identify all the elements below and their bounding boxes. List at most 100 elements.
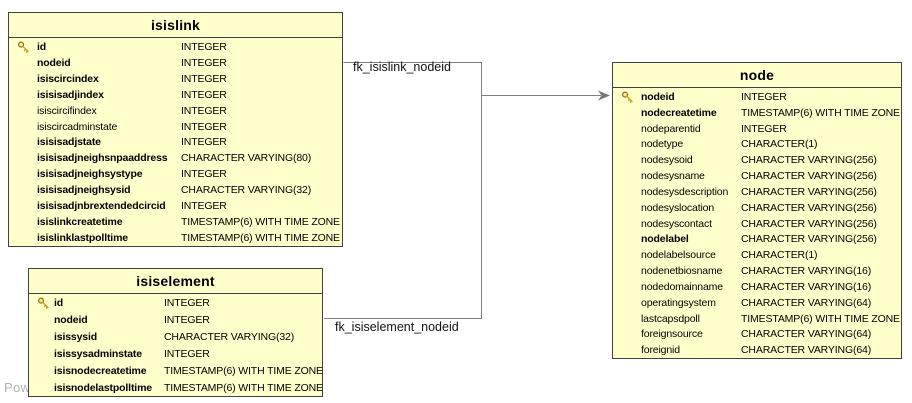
column-list: nodeid INTEGER nodecreatetime TIMESTAMP(… bbox=[613, 88, 901, 358]
table-row: isisisadjindex INTEGER bbox=[9, 87, 342, 103]
table-row: nodecreatetime TIMESTAMP(6) WITH TIME ZO… bbox=[613, 105, 901, 121]
column-type: CHARACTER VARYING(64) bbox=[741, 344, 872, 357]
table-row: lastcapsdpoll TIMESTAMP(6) WITH TIME ZON… bbox=[613, 311, 901, 327]
column-type: CHARACTER VARYING(256) bbox=[741, 185, 877, 198]
table-row: nodeid INTEGER bbox=[29, 312, 322, 329]
table-row: isiscircifindex INTEGER bbox=[9, 103, 342, 119]
column-type: INTEGER bbox=[181, 72, 227, 85]
column-type: CHARACTER VARYING(80) bbox=[181, 152, 312, 165]
table-row: nodeparentid INTEGER bbox=[613, 121, 901, 137]
table-row: nodeid INTEGER bbox=[9, 55, 342, 71]
column-type: INTEGER bbox=[181, 88, 227, 101]
watermark-text: Pow bbox=[4, 380, 31, 395]
column-type: CHARACTER VARYING(32) bbox=[164, 331, 295, 344]
column-type: INTEGER bbox=[181, 200, 227, 213]
arrowhead-icon bbox=[598, 90, 610, 101]
entity-table-isiselement: isiselement id INTEGER bbox=[28, 268, 323, 397]
table-row: nodesysdescription CHARACTER VARYING(256… bbox=[613, 184, 901, 200]
table-row: nodedomainname CHARACTER VARYING(16) bbox=[613, 279, 901, 295]
column-name: isissysadminstate bbox=[54, 347, 142, 360]
table-row: id INTEGER bbox=[29, 295, 322, 312]
column-type: TIMESTAMP(6) WITH TIME ZONE bbox=[741, 106, 900, 119]
column-name: nodelabel bbox=[641, 233, 689, 246]
column-type: CHARACTER VARYING(256) bbox=[741, 217, 877, 230]
table-row: isisnodecreatetime TIMESTAMP(6) WITH TIM… bbox=[29, 362, 323, 379]
column-type: CHARACTER VARYING(256) bbox=[741, 154, 877, 167]
column-name: nodeid bbox=[54, 314, 88, 327]
column-type: TIMESTAMP(6) WITH TIME ZONE bbox=[164, 381, 323, 394]
column-type: INTEGER bbox=[741, 90, 787, 103]
column-name: isisisadjnbrextendedcircid bbox=[37, 200, 166, 213]
column-name: id bbox=[37, 40, 47, 53]
table-row: isisnodelastpolltime TIMESTAMP(6) WITH T… bbox=[29, 379, 323, 396]
table-row: nodesysname CHARACTER VARYING(256) bbox=[613, 168, 901, 184]
column-type: CHARACTER VARYING(64) bbox=[741, 328, 872, 341]
column-type: INTEGER bbox=[181, 40, 227, 53]
table-title: isislink bbox=[9, 13, 342, 38]
primary-key-icon bbox=[17, 40, 30, 53]
column-name: isisnodecreatetime bbox=[54, 364, 147, 377]
column-type: CHARACTER VARYING(64) bbox=[741, 296, 872, 309]
column-type: INTEGER bbox=[181, 120, 227, 133]
column-name: nodesysoid bbox=[641, 154, 693, 167]
column-name: isiscircindex bbox=[37, 72, 99, 85]
table-row: isislinklastpolltime TIMESTAMP(6) WITH T… bbox=[9, 230, 342, 246]
table-row: isiscircadminstate INTEGER bbox=[9, 119, 342, 135]
column-type: INTEGER bbox=[164, 314, 210, 327]
column-name: isiscircifindex bbox=[37, 104, 97, 117]
table-row: isisisadjstate INTEGER bbox=[9, 135, 342, 151]
column-type: INTEGER bbox=[164, 297, 210, 310]
column-name: nodesysdescription bbox=[641, 185, 729, 198]
column-type: INTEGER bbox=[181, 136, 227, 149]
column-type: TIMESTAMP(6) WITH TIME ZONE bbox=[181, 216, 340, 229]
table-row: nodetype CHARACTER(1) bbox=[613, 136, 901, 152]
primary-key-icon bbox=[621, 90, 634, 103]
column-name: isisisadjstate bbox=[37, 136, 101, 149]
table-row: isissysid CHARACTER VARYING(32) bbox=[29, 329, 322, 346]
column-name: nodetype bbox=[641, 138, 684, 151]
column-name: id bbox=[54, 297, 64, 310]
table-row: nodeid INTEGER bbox=[613, 89, 901, 105]
column-name: nodeid bbox=[641, 90, 675, 103]
column-name: nodeparentid bbox=[641, 122, 701, 135]
table-row: nodesyscontact CHARACTER VARYING(256) bbox=[613, 216, 901, 232]
table-row: isislinkcreatetime TIMESTAMP(6) WITH TIM… bbox=[9, 214, 342, 230]
edge-label-fk-isiselement-nodeid: fk_isiselement_nodeid bbox=[335, 320, 459, 334]
primary-key-icon bbox=[37, 297, 50, 310]
column-list: id INTEGER nodeid INTEGER bbox=[29, 294, 323, 396]
column-name: nodesyscontact bbox=[641, 217, 712, 230]
column-name: isislinklastpolltime bbox=[37, 232, 128, 245]
table-row: foreignid CHARACTER VARYING(64) bbox=[613, 342, 901, 358]
column-name: lastcapsdpoll bbox=[641, 312, 700, 325]
column-type: CHARACTER(1) bbox=[741, 138, 818, 151]
table-row: operatingsystem CHARACTER VARYING(64) bbox=[613, 295, 901, 311]
entity-table-isislink: isislink id INTEGER bbox=[8, 12, 343, 247]
column-name: nodesyslocation bbox=[641, 201, 715, 214]
table-row: nodesysoid CHARACTER VARYING(256) bbox=[613, 152, 901, 168]
column-name: nodedomainname bbox=[641, 280, 723, 293]
column-type: CHARACTER VARYING(16) bbox=[741, 265, 872, 278]
table-row: isiscircindex INTEGER bbox=[9, 71, 342, 87]
table-row: nodelabel CHARACTER VARYING(256) bbox=[613, 231, 901, 247]
column-name: nodelabelsource bbox=[641, 249, 716, 262]
table-row: foreignsource CHARACTER VARYING(64) bbox=[613, 326, 901, 342]
column-name: nodesysname bbox=[641, 170, 705, 183]
column-name: isiscircadminstate bbox=[37, 120, 118, 133]
table-row: isisisadjnbrextendedcircid INTEGER bbox=[9, 198, 342, 214]
edge-label-fk-isislink-nodeid: fk_isislink_nodeid bbox=[353, 60, 451, 74]
column-name: foreignid bbox=[641, 344, 680, 357]
table-row: nodenetbiosname CHARACTER VARYING(16) bbox=[613, 263, 901, 279]
column-type: INTEGER bbox=[164, 347, 210, 360]
column-type: CHARACTER VARYING(256) bbox=[741, 170, 877, 183]
column-name: isisisadjneighsystype bbox=[37, 168, 143, 181]
table-row: id INTEGER bbox=[9, 39, 342, 55]
column-name: operatingsystem bbox=[641, 296, 716, 309]
column-name: foreignsource bbox=[641, 328, 703, 341]
column-name: nodeid bbox=[37, 56, 71, 69]
table-row: isissysadminstate INTEGER bbox=[29, 345, 322, 362]
column-type: CHARACTER VARYING(32) bbox=[181, 184, 312, 197]
edge-path-isislink-isiselement bbox=[324, 62, 482, 319]
table-row: nodelabelsource CHARACTER(1) bbox=[613, 247, 901, 263]
column-type: TIMESTAMP(6) WITH TIME ZONE bbox=[181, 232, 340, 245]
